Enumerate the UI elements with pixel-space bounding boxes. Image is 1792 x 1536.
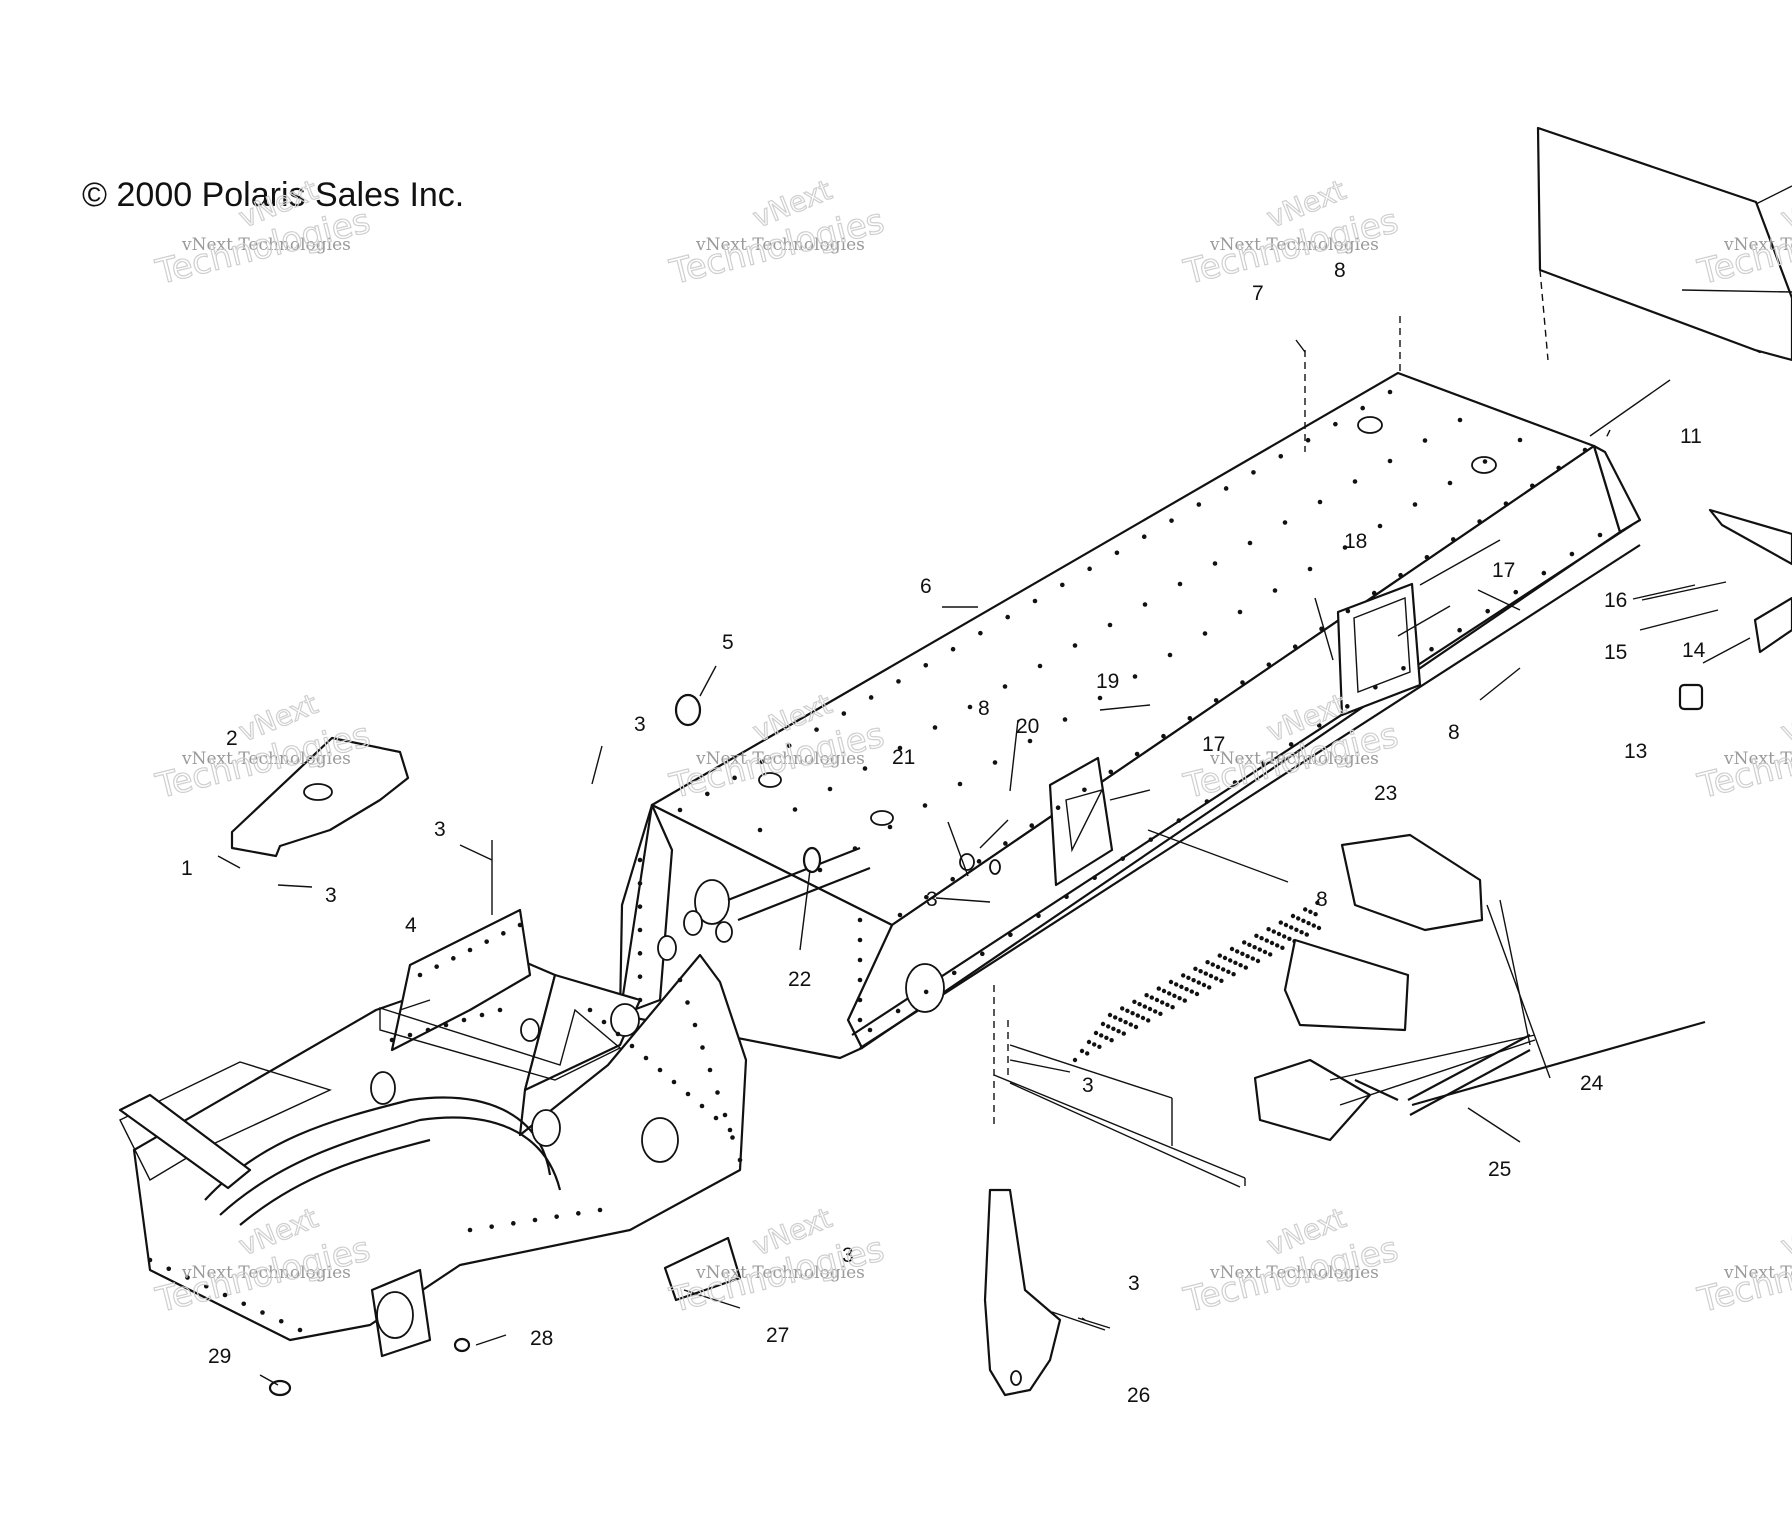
rear-bumper-parts: [1632, 508, 1792, 711]
watermark-text: Technologies: [1694, 1229, 1792, 1321]
callout-3: 3: [842, 1244, 854, 1267]
callout-5: 5: [722, 631, 734, 654]
tunnel-rivets: [637, 389, 1603, 1033]
callout-21: 21: [892, 746, 915, 769]
rod-part-22: [727, 846, 871, 922]
callout-7: 7: [1252, 282, 1264, 305]
callout-6: 6: [920, 575, 932, 598]
watermark-text: vNext Technologies: [1209, 235, 1379, 255]
tunnel-perforation: [1072, 900, 1322, 1063]
nut-part-29: [268, 1379, 292, 1397]
callout-3: 3: [926, 888, 938, 911]
callout-3: 3: [434, 818, 446, 841]
callout-20: 20: [1016, 715, 1039, 738]
callout-14: 14: [1682, 639, 1706, 662]
callout-29: 29: [208, 1345, 231, 1368]
callout-13: 13: [1624, 740, 1647, 763]
callout-23: 23: [1374, 782, 1397, 805]
callout-26: 26: [1127, 1384, 1150, 1407]
callout-28: 28: [530, 1327, 553, 1350]
callout-27: 27: [766, 1324, 789, 1347]
bracket-part-2: [230, 736, 410, 858]
leader-lines: [217, 339, 1727, 1386]
callout-1: 1: [181, 857, 193, 880]
bulkhead-part-4: [118, 908, 748, 1358]
bracket-part-26: [983, 1188, 1062, 1397]
watermark-text: vNext Technologies: [181, 235, 351, 255]
copyright-notice: © 2000 Polaris Sales Inc.: [82, 176, 464, 214]
callout-3: 3: [1082, 1074, 1094, 1097]
callout-8: 8: [978, 697, 990, 720]
watermark-text: vNext: [1776, 1201, 1792, 1262]
callout-labels: 1 2 3 3 3 3 3 3 3 3 4 5 6 7 8 8 8 8 11 1…: [181, 259, 1706, 1407]
callout-24: 24: [1580, 1072, 1604, 1095]
callout-3: 3: [1128, 1272, 1140, 1295]
callout-15: 15: [1604, 641, 1627, 664]
plug-part-28: [453, 1337, 471, 1353]
assembly-guide-lines: [993, 316, 1611, 1188]
watermark-text: vNext Technologies: [1723, 235, 1792, 255]
tunnel-part-6: [618, 371, 1642, 1063]
watermark-text: vNext Technologies: [181, 749, 351, 769]
watermark-text: vNext Technologies: [1723, 1263, 1792, 1283]
callout-2: 2: [226, 727, 238, 750]
watermark-text: vNext Technologies: [1209, 749, 1379, 769]
callout-4: 4: [405, 914, 417, 937]
bracket-part-23-24: [1253, 833, 1706, 1142]
callout-8: 8: [1334, 259, 1346, 282]
callout-8: 8: [1448, 721, 1460, 744]
callout-17: 17: [1202, 733, 1225, 756]
snowflap-assembly: [1536, 126, 1792, 437]
watermark-text: vNext Technologies: [181, 1263, 351, 1283]
watermark-text: vNext: [1776, 173, 1792, 234]
callout-17: 17: [1492, 559, 1515, 582]
callout-22: 22: [788, 968, 811, 991]
watermark-text: vNext: [1776, 687, 1792, 748]
watermark-text: vNext Technologies: [695, 235, 865, 255]
callout-11: 11: [1680, 425, 1702, 448]
callout-8: 8: [1316, 888, 1328, 911]
callout-18: 18: [1344, 530, 1367, 553]
watermark-text: vNext Technologies: [1723, 749, 1792, 769]
callout-19: 19: [1096, 670, 1119, 693]
watermark-text: vNext Technologies: [695, 749, 865, 769]
callout-16: 16: [1604, 589, 1627, 612]
watermark-text: vNext Technologies: [695, 1263, 865, 1283]
callout-3: 3: [634, 713, 646, 736]
callout-3: 3: [325, 884, 337, 907]
grommet-part-5: [674, 693, 702, 727]
watermark-text: Technologies: [1694, 715, 1792, 807]
bracket-part-27: [663, 1236, 742, 1302]
callout-25: 25: [1488, 1158, 1511, 1181]
watermark-text: vNext Technologies: [1209, 1263, 1379, 1283]
